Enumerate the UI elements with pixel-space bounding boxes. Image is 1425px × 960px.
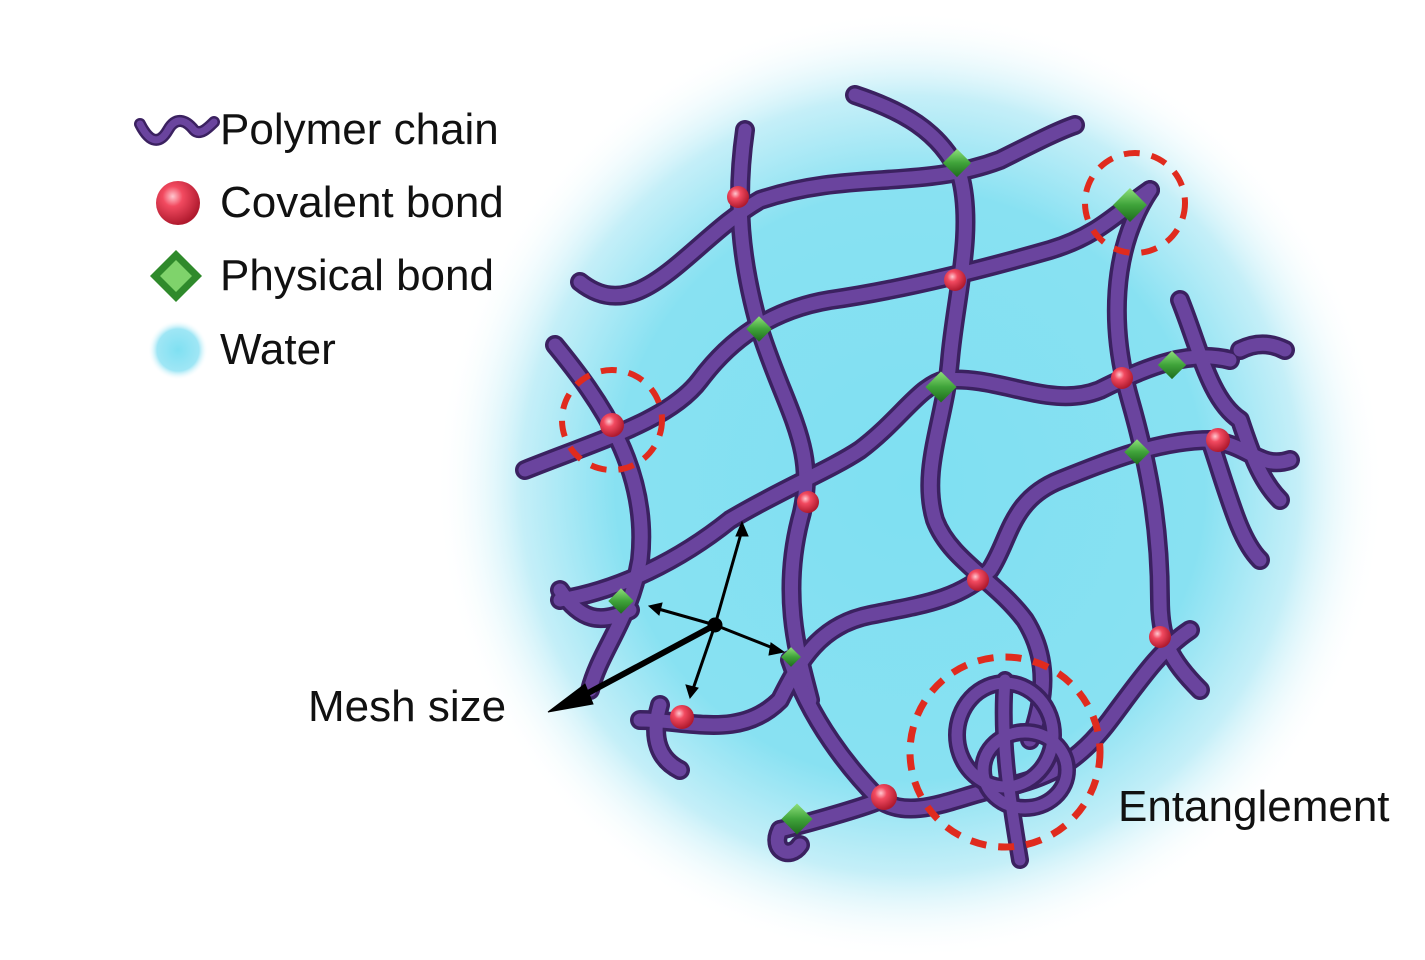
covalent-bond bbox=[670, 705, 694, 729]
covalent-bond bbox=[600, 413, 624, 437]
physical-bond bbox=[781, 647, 801, 667]
physical-bond bbox=[1157, 350, 1187, 380]
covalent-bond bbox=[797, 491, 819, 513]
legend-label: Water bbox=[220, 325, 336, 374]
water-blob-icon bbox=[130, 320, 220, 380]
highlight-rings bbox=[559, 150, 1188, 851]
covalent-bond bbox=[871, 784, 897, 810]
red-sphere-icon bbox=[130, 173, 220, 233]
green-diamond-icon bbox=[130, 246, 220, 306]
physical-highlight-ring bbox=[1082, 150, 1188, 256]
physical-bond bbox=[608, 588, 634, 614]
covalent-bond bbox=[944, 269, 966, 291]
covalent-highlight-ring bbox=[559, 367, 665, 473]
legend-label: Physical bond bbox=[220, 251, 494, 300]
legend-item-polymer-chain: Polymer chain bbox=[130, 100, 499, 160]
physical-bond bbox=[1113, 188, 1147, 222]
covalent-bonds bbox=[600, 186, 1230, 810]
entanglement-highlight-ring bbox=[906, 653, 1104, 851]
legend-item-covalent-bond: Covalent bond bbox=[130, 173, 504, 233]
covalent-bond bbox=[1149, 626, 1171, 648]
entanglement-knot bbox=[948, 671, 1076, 869]
covalent-bond bbox=[727, 186, 749, 208]
physical-bond bbox=[925, 371, 957, 403]
physical-bond bbox=[746, 316, 772, 342]
legend-item-water: Water bbox=[130, 320, 336, 380]
physical-bond bbox=[942, 148, 972, 178]
ribbon-icon bbox=[130, 100, 220, 160]
legend-label: Polymer chain bbox=[220, 105, 499, 154]
mesh-size-arrows bbox=[547, 520, 786, 713]
covalent-bond bbox=[967, 569, 989, 591]
mesh-size-label: Mesh size bbox=[308, 682, 507, 731]
entanglement-label: Entanglement bbox=[1118, 782, 1390, 831]
legend-label: Covalent bond bbox=[220, 178, 504, 227]
legend-item-physical-bond: Physical bond bbox=[130, 246, 494, 306]
covalent-bond bbox=[1111, 367, 1133, 389]
covalent-bond bbox=[1206, 428, 1230, 452]
